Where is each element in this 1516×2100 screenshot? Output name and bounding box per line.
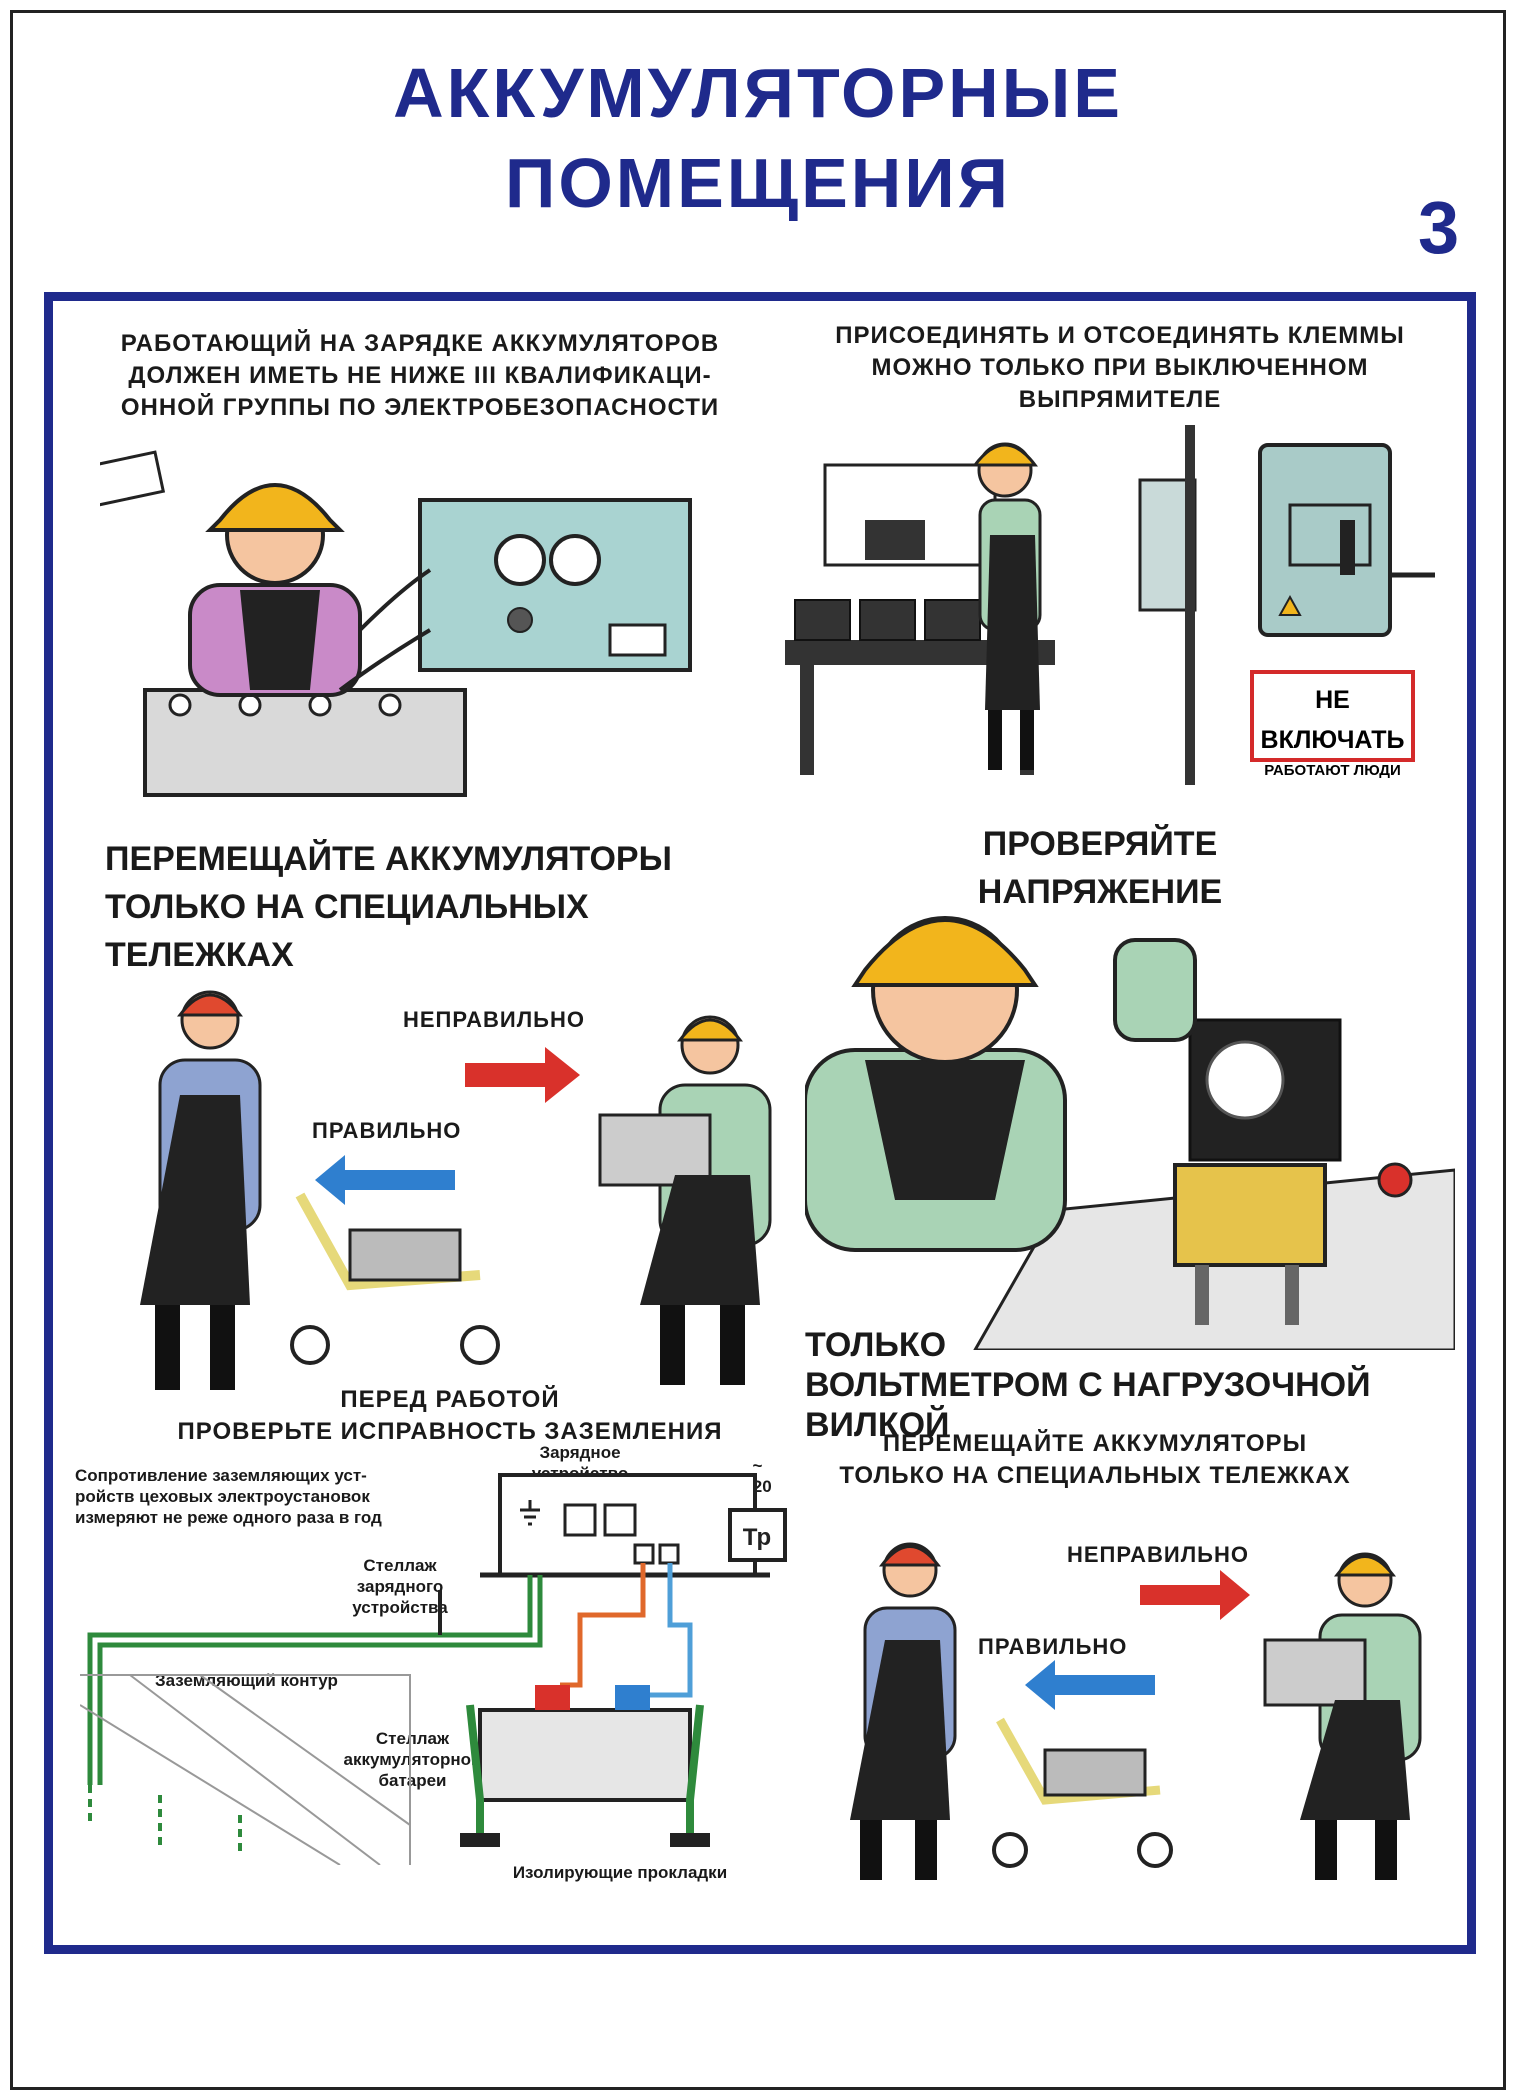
wrong-arrow-icon bbox=[1140, 1570, 1250, 1620]
charger-rack-line-1: Стеллаж bbox=[363, 1556, 437, 1575]
voltage-illustration bbox=[805, 916, 1455, 1350]
qualification-line-1: РАБОТАЮЩИЙ НА ЗАРЯДКЕ АККУМУЛЯТОРОВ bbox=[120, 330, 720, 357]
grounding-line-2: ПРОВЕРЬТЕ ИСПРАВНОСТЬ ЗАЗЕМЛЕНИЯ bbox=[177, 1418, 723, 1445]
title-line-1: АККУМУЛЯТОРНЫЕ bbox=[393, 54, 1123, 132]
voltage-footer-line-1: ТОЛЬКО bbox=[805, 1326, 947, 1364]
rectifier-cabinet bbox=[1258, 443, 1392, 637]
title-line-2: ПОМЕЩЕНИЯ bbox=[505, 144, 1011, 222]
hazard-icon bbox=[1278, 594, 1302, 616]
transport-bottom-line-2: ТОЛЬКО НА СПЕЦИАЛЬНЫХ ТЕЛЕЖКАХ bbox=[839, 1462, 1351, 1489]
load-fork-icon bbox=[1173, 1163, 1327, 1267]
transport-top-line-1: ПЕРЕМЕЩАЙТЕ АККУМУЛЯТОРЫ bbox=[105, 840, 672, 878]
terminals-caption: ПРИСОЕДИНЯТЬ И ОТСОЕДИНЯТЬ КЛЕММЫ МОЖНО … bbox=[790, 320, 1450, 416]
content-panel bbox=[44, 292, 1476, 1954]
right-arrow-icon bbox=[1025, 1660, 1155, 1710]
transport-bottom-caption: ПЕРЕМЕЩАЙТЕ АККУМУЛЯТОРЫ ТОЛЬКО НА СПЕЦИ… bbox=[790, 1428, 1400, 1492]
helmet-icon bbox=[971, 443, 1039, 467]
voltage-footer: ТОЛЬКО ВОЛЬТМЕТРОМ С НАГРУЗОЧНОЙ ВИЛКОЙ bbox=[805, 1325, 1455, 1445]
terminals-line-2: МОЖНО ТОЛЬКО ПРИ ВЫКЛЮЧЕННОМ bbox=[871, 354, 1369, 381]
helmet-icon bbox=[676, 1018, 744, 1042]
battery-rack-line-3: батареи bbox=[378, 1771, 447, 1790]
transport-top-wrong-label: НЕПРАВИЛЬНО bbox=[403, 1007, 585, 1032]
insulating-pads-label: Изолирующие прокладки bbox=[512, 1863, 728, 1882]
terminals-line-3: ВЫПРЯМИТЕЛЕ bbox=[1018, 386, 1222, 413]
ground-symbol-icon bbox=[520, 1500, 540, 1526]
transport-top-illustration bbox=[140, 990, 772, 1390]
grounding-caption: ПЕРЕД РАБОТОЙ ПРОВЕРЬТЕ ИСПРАВНОСТЬ ЗАЗЕ… bbox=[130, 1384, 770, 1448]
poster-number: 3 bbox=[1418, 186, 1460, 269]
right-arrow-icon bbox=[315, 1155, 455, 1205]
terminals-line-1: ПРИСОЕДИНЯТЬ И ОТСОЕДИНЯТЬ КЛЕММЫ bbox=[835, 322, 1405, 349]
grounding-note: Сопротивление заземляющих уст- ройств це… bbox=[75, 1465, 455, 1528]
charger-rack-line-3: устройства bbox=[352, 1598, 448, 1617]
qualification-line-2: ДОЛЖЕН ИМЕТЬ НЕ НИЖЕ III КВАЛИФИКАЦИ- bbox=[128, 362, 712, 389]
transport-bottom-line-1: ПЕРЕМЕЩАЙТЕ АККУМУЛЯТОРЫ bbox=[882, 1430, 1308, 1457]
gauge-right-icon bbox=[549, 534, 601, 586]
voltage-heading: ПРОВЕРЯЙТЕ НАПРЯЖЕНИЕ bbox=[977, 825, 1223, 911]
sign-line-1: НЕ ВКЛЮЧАТЬ bbox=[1260, 686, 1405, 754]
battery-block bbox=[143, 688, 467, 797]
grounding-note-line-1: Сопротивление заземляющих уст- bbox=[75, 1466, 367, 1485]
battery-icon bbox=[478, 1708, 692, 1802]
qualification-line-3: ОННОЙ ГРУППЫ ПО ЭЛЕКТРОБЕЗОПАСНОСТИ bbox=[120, 394, 720, 421]
transport-top-right-label: ПРАВИЛЬНО bbox=[312, 1118, 462, 1143]
grounding-note-line-3: измеряют не реже одного раза в год bbox=[75, 1508, 382, 1527]
charger-rack-line-2: зарядного bbox=[356, 1577, 444, 1596]
switch-handle-icon bbox=[1340, 520, 1355, 575]
transport-bottom-wrong-label: НЕПРАВИЛЬНО bbox=[1067, 1542, 1249, 1567]
sign-line-2: РАБОТАЮТ ЛЮДИ bbox=[1264, 762, 1401, 779]
battery-icon bbox=[1263, 1638, 1367, 1707]
voltage-footer-line-2: ВОЛЬТМЕТРОМ С НАГРУЗОЧНОЙ ВИЛКОЙ bbox=[805, 1366, 1371, 1444]
helmet-icon bbox=[878, 1545, 942, 1567]
transport-top-caption: ПЕРЕМЕЩАЙТЕ АККУМУЛЯТОРЫ ТОЛЬКО НА СПЕЦИ… bbox=[105, 835, 755, 979]
transport-top-line-2: ТОЛЬКО НА СПЕЦИАЛЬНЫХ ТЕЛЕЖКАХ bbox=[105, 888, 589, 974]
certificate-icon bbox=[100, 450, 166, 510]
warning-sign: НЕ ВКЛЮЧАТЬ РАБОТАЮТ ЛЮДИ bbox=[1250, 670, 1415, 779]
page-frame bbox=[10, 10, 1506, 2090]
battery-rack-label: Стеллаж аккумуляторной батареи bbox=[330, 1728, 495, 1791]
grounding-note-line-2: ройств цеховых электроустановок bbox=[75, 1487, 370, 1506]
charger-label-line-1: Зарядное bbox=[539, 1443, 621, 1462]
helmet-icon bbox=[176, 993, 244, 1017]
grounding-diagram: Тр bbox=[80, 1473, 787, 1865]
helmet-icon bbox=[1333, 1555, 1397, 1577]
gauge-left-icon bbox=[494, 534, 546, 586]
poster-title: АККУМУЛЯТОРНЫЕ ПОМЕЩЕНИЯ bbox=[0, 48, 1516, 228]
helmet-icon bbox=[205, 483, 345, 532]
transformer-box bbox=[728, 1508, 787, 1562]
qualification-illustration bbox=[100, 450, 692, 797]
battery-rack-line-2: аккумуляторной bbox=[343, 1750, 482, 1769]
wrong-arrow-icon bbox=[465, 1047, 580, 1103]
terminals-illustration bbox=[785, 425, 1435, 785]
grounding-line-1: ПЕРЕД РАБОТОЙ bbox=[340, 1386, 560, 1413]
transport-bottom-illustration bbox=[850, 1542, 1422, 1880]
ac-symbol: ~ bbox=[752, 1456, 763, 1475]
transformer-label: Тр bbox=[743, 1524, 771, 1551]
battery-icon bbox=[598, 1113, 712, 1187]
helmet-icon bbox=[851, 918, 1039, 987]
transport-bottom-right-label: ПРАВИЛЬНО bbox=[978, 1634, 1128, 1659]
charger-rack-label: Стеллаж зарядного устройства bbox=[330, 1555, 470, 1618]
battery-rack-line-1: Стеллаж bbox=[375, 1729, 450, 1748]
qualification-caption: РАБОТАЮЩИЙ НА ЗАРЯДКЕ АККУМУЛЯТОРОВ ДОЛЖ… bbox=[70, 328, 770, 424]
